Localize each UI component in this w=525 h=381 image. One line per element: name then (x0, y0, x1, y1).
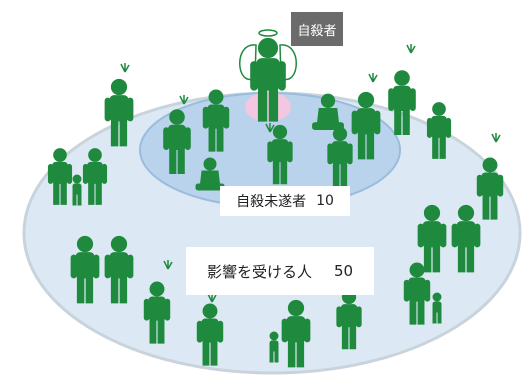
angel-figure-icon (239, 29, 297, 122)
attempt-label-count: 10 (316, 193, 334, 209)
affected-label-count: 50 (333, 262, 354, 280)
grief-symbol-icon (406, 43, 416, 54)
suicide-label-text: 自殺者 (297, 23, 337, 39)
attempt-label-text: 自殺未遂者 (236, 194, 307, 210)
grief-symbol-icon (368, 72, 378, 83)
suicide-label: 自殺者 (291, 12, 343, 46)
affected-label: 影響を受ける人 50 (186, 247, 374, 295)
grief-symbol-icon (120, 62, 130, 73)
attempt-label: 自殺未遂者 10 (220, 186, 350, 216)
figure-group (47, 29, 504, 368)
center-halo (245, 92, 291, 122)
affected-label-text: 影響を受ける人 (206, 262, 312, 281)
grief-symbol-icon (491, 132, 501, 143)
